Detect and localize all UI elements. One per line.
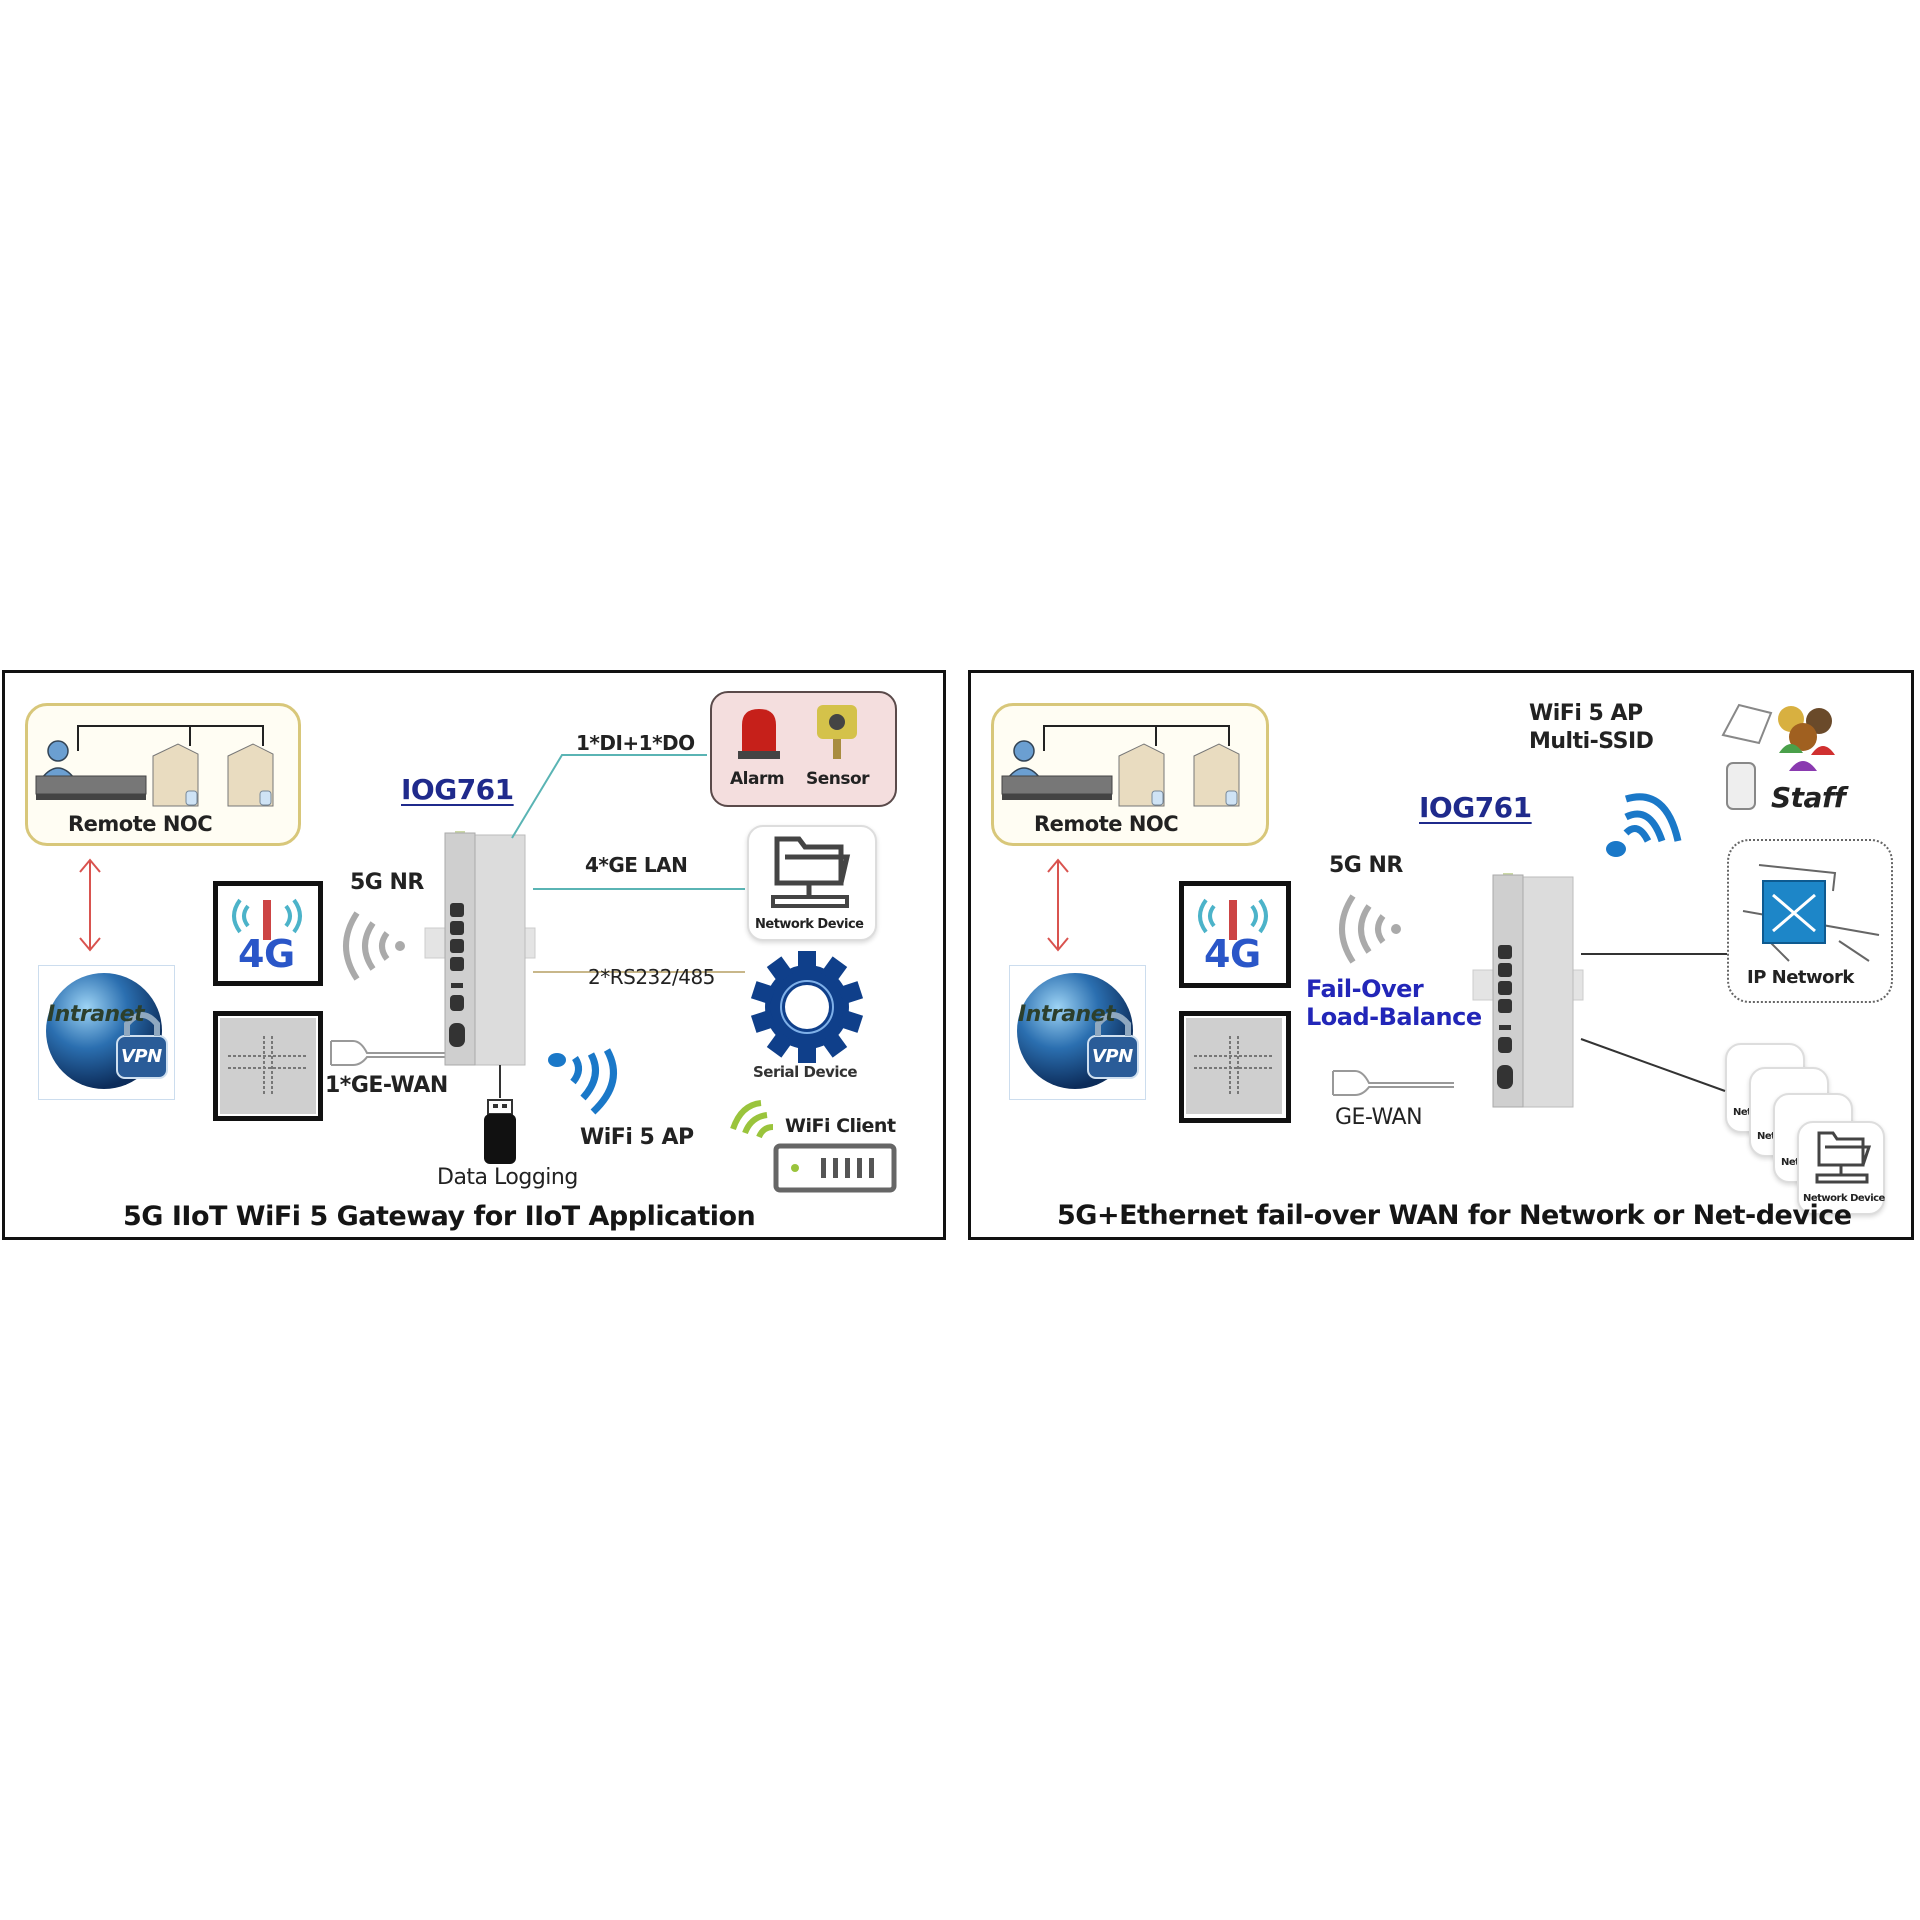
tower-4g-badge: 4G [238, 932, 295, 976]
cell-tower-icon [232, 898, 302, 940]
network-device-card: Network Device [1797, 1121, 1885, 1215]
panel-failover-wan: Remote NOC Intranet VPN 4G 5G NR [968, 670, 1914, 1240]
connection-lines [499, 754, 745, 1098]
serial-device-gear-icon [750, 951, 864, 1063]
network-device-card: Network Device [747, 825, 877, 941]
cell-tower-icon [1198, 898, 1268, 940]
wifi-client-label: WiFi Client [785, 1115, 896, 1137]
globe-icon [46, 973, 168, 1089]
remote-noc-label: Remote NOC [68, 812, 213, 836]
wifi-ap-signal-icon [548, 1048, 617, 1115]
ip-network-group: IP Network [1727, 839, 1893, 1003]
dido-link [511, 754, 707, 839]
cellular-5g-label: 5G NR [350, 870, 424, 895]
ge-wan-label: 1*GE-WAN [325, 1073, 448, 1098]
wan-switch-frame [213, 1011, 323, 1121]
alarm-light-icon [738, 709, 780, 759]
noc-network-icon [35, 725, 274, 807]
panel-caption: 5G IIoT WiFi 5 Gateway for IIoT Applicat… [123, 1201, 756, 1232]
wifi-ap-label: WiFi 5 AP [580, 1125, 694, 1150]
sensor-label: Sensor [806, 769, 870, 789]
model-label: IOG761 [1419, 791, 1532, 824]
wan-switch-icon [1186, 1018, 1282, 1114]
cell-tower-frame: 4G [1179, 881, 1291, 988]
network-device-icon [1815, 1131, 1872, 1184]
cellular-signal-icon [343, 911, 405, 981]
remote-noc-label: Remote NOC [1034, 812, 1179, 836]
vpn-badge: VPN [121, 1046, 162, 1067]
globe-icon [1017, 973, 1139, 1089]
wan-switch-frame [1179, 1011, 1291, 1123]
intranet-vpn-globe: Intranet VPN [38, 965, 175, 1100]
cellular-signal-icon [1339, 894, 1401, 964]
remote-noc-group: Remote NOC [25, 703, 301, 846]
alarm-label: Alarm [730, 769, 785, 789]
network-device-partial-label: Net [1757, 1131, 1776, 1142]
cellular-5g-label: 5G NR [1329, 853, 1403, 878]
remote-noc-group: Remote NOC [991, 703, 1269, 846]
sensor-icon [817, 705, 857, 759]
dido-label: 1*DI+1*DO [576, 731, 695, 755]
staff-label: Staff [1771, 781, 1846, 814]
wifi-client-signal-icon [730, 1100, 774, 1139]
ge-lan-label: 4*GE LAN [585, 853, 688, 877]
network-device-partial-label: Net [1781, 1157, 1800, 1168]
ip-network-switch-icon [1742, 864, 1880, 962]
network-device-icon [771, 836, 851, 908]
network-device-link [1580, 1038, 1726, 1092]
wifi-ap-label-line2: Multi-SSID [1529, 729, 1654, 754]
wifi-client-device-icon [773, 1143, 897, 1193]
model-label: IOG761 [401, 773, 514, 806]
tower-4g-badge: 4G [1204, 932, 1261, 976]
network-device-label: Network Device [1803, 1193, 1885, 1204]
noc-network-icon [1001, 725, 1240, 807]
loadbalance-label: Load-Balance [1306, 1003, 1482, 1031]
connection-lines [1580, 953, 1727, 1092]
serial-device-label: Serial Device [753, 1063, 858, 1081]
wan-switch-icon [220, 1018, 316, 1114]
panel-caption: 5G+Ethernet fail-over WAN for Network or… [1057, 1200, 1852, 1231]
vpn-badge: VPN [1092, 1046, 1133, 1067]
network-device-label: Network Device [755, 917, 864, 932]
alarm-sensor-group: Alarm Sensor [710, 691, 897, 807]
panel-iiot-gateway: Remote NOC Intranet VPN 4G 5G N [2, 670, 946, 1240]
intranet-vpn-globe: Intranet VPN [1009, 965, 1146, 1100]
ip-network-label: IP Network [1747, 967, 1854, 988]
bidirectional-arrow-icon [79, 858, 101, 952]
ethernet-cable-icon [1332, 1070, 1454, 1096]
rs232-485-label: 2*RS232/485 [588, 965, 715, 989]
staff-users-icon [1721, 703, 1835, 810]
ethernet-cable-icon [330, 1040, 457, 1066]
data-logging-label: Data Logging [437, 1165, 578, 1190]
bidirectional-arrow-icon [1047, 858, 1069, 952]
wifi-ap-label-line1: WiFi 5 AP [1529, 701, 1643, 726]
intranet-text: Intranet [1018, 1002, 1116, 1027]
ge-wan-label: GE-WAN [1335, 1105, 1423, 1130]
cell-tower-frame: 4G [213, 881, 323, 986]
network-device-partial-label: Net [1733, 1107, 1752, 1118]
usb-drive-icon [484, 1099, 516, 1164]
gateway-device-icon [424, 831, 536, 1066]
failover-label: Fail-Over [1306, 975, 1424, 1003]
intranet-text: Intranet [47, 1002, 145, 1027]
gateway-device-icon [1472, 873, 1584, 1108]
wifi-ap-signal-icon [1606, 793, 1682, 857]
